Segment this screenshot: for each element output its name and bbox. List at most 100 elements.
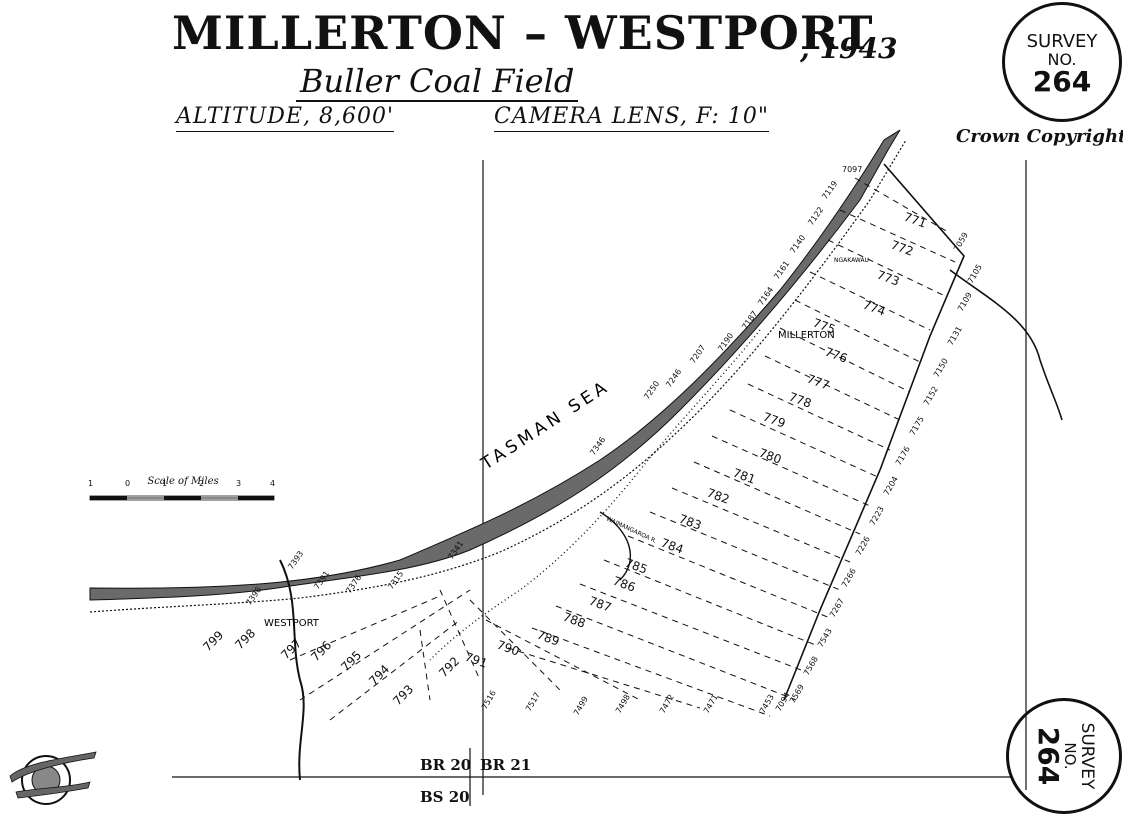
photo-7131: 7131 (946, 325, 964, 347)
photo-7543: 7543 (816, 627, 834, 649)
run-787: 787 (587, 594, 613, 615)
photo-7161: 7161 (772, 259, 791, 281)
map-subtitle: Buller Coal Field (296, 62, 579, 102)
run-791: 791 (463, 650, 489, 671)
run-779: 779 (761, 410, 787, 431)
photo-7140: 7140 (788, 233, 807, 255)
photo-7393: 7393 (286, 549, 305, 571)
photo-7568: 7568 (802, 655, 820, 677)
scale-tick-3: 2 (199, 479, 205, 488)
photo-7266: 7266 (840, 567, 858, 589)
grid-ref-bs20: BS 20 (420, 788, 470, 806)
grid-ref-br20: BR 20 (420, 756, 472, 774)
run-793: 793 (390, 682, 416, 708)
photo-7175: 7175 (908, 415, 926, 437)
photo-7119: 7119 (820, 179, 839, 201)
scale-tick-0: 1 (88, 479, 94, 488)
run-786: 786 (611, 574, 637, 595)
run-797: 797 (278, 636, 304, 662)
run-773: 773 (875, 268, 901, 289)
photo-7517: 7517 (524, 691, 542, 713)
run-792: 792 (436, 654, 462, 680)
photo-7267: 7267 (828, 597, 846, 619)
photo-7097: 7097 (842, 165, 862, 174)
label-tasman-sea: TASMAN SEA (477, 376, 614, 475)
coastline-shaded-band (89, 129, 901, 601)
scale-tick-1: 0 (125, 479, 131, 488)
run-796: 796 (308, 638, 334, 664)
photo-7176: 7176 (894, 445, 912, 467)
scale-tick-4: 3 (236, 479, 242, 488)
railway-line (429, 329, 761, 661)
nz-aerial-mapping-logo (6, 732, 98, 812)
run-782: 782 (705, 486, 731, 507)
run-781: 781 (731, 466, 757, 487)
altitude-label: ALTITUDE, 8,600' (176, 104, 394, 132)
survey-badge-bottom: SURVEY NO. 264 (1006, 698, 1122, 814)
buller-river (279, 559, 305, 781)
camera-lens-label: CAMERA LENS, F: 10" (494, 104, 769, 132)
map-title: MILLERTON – WESTPORT (172, 6, 874, 60)
photo-7472: 7472 (658, 693, 676, 715)
photo-7105: 7105 (966, 263, 984, 285)
run-790: 790 (495, 638, 521, 659)
grid-ref-br21: BR 21 (480, 756, 532, 774)
photo-7498: 7498 (614, 693, 632, 715)
photo-7152: 7152 (922, 385, 940, 407)
photo-7207: 7207 (688, 343, 707, 365)
waimangaroa-river (599, 511, 631, 581)
label-westport: WESTPORT (264, 618, 320, 629)
run-774: 774 (861, 298, 887, 319)
survey-badge-line1: SURVEY (1026, 31, 1098, 52)
run-783: 783 (677, 512, 703, 533)
photo-7346: 7346 (588, 435, 607, 457)
scale-bar (88, 489, 278, 503)
run-number-labels: 771 772 773 774 775 776 777 778 779 780 … (200, 210, 928, 708)
survey-badge-top: SURVEY NO. 264 (1002, 2, 1122, 122)
survey-badge-number: 264 (1032, 65, 1092, 98)
photo-7223: 7223 (868, 505, 886, 527)
run-777: 777 (805, 372, 831, 393)
run-789: 789 (535, 628, 561, 649)
photo-7250: 7250 (642, 379, 661, 401)
label-waimangaroa: WAIMANGAROA R. (605, 515, 658, 544)
survey-badge-line2: NO. (1047, 50, 1077, 69)
label-ngakawau: NGAKAWAU (834, 257, 869, 264)
shoreline (89, 139, 907, 613)
run-771: 771 (902, 210, 928, 231)
map-year: , 1943 (800, 32, 898, 65)
photo-7109: 7109 (956, 291, 974, 313)
label-millerton: MILLERTON (778, 330, 835, 341)
run-798: 798 (232, 626, 258, 652)
photo-7150: 7150 (932, 357, 950, 379)
run-785: 785 (623, 556, 649, 577)
flight-runs (289, 177, 956, 721)
run-778: 778 (787, 390, 813, 411)
run-776: 776 (823, 345, 849, 366)
photo-7122: 7122 (806, 205, 825, 227)
copyright-label: Crown Copyright (956, 126, 1123, 147)
survey-boundary (783, 163, 965, 701)
run-794: 794 (366, 662, 392, 688)
photo-7246: 7246 (664, 367, 683, 389)
photo-number-labels: 7097 7119 7122 7140 7161 7164 7187 7190 … (244, 165, 862, 607)
run-788: 788 (561, 610, 587, 631)
run-772: 772 (889, 238, 915, 259)
photo-7226: 7226 (854, 535, 872, 557)
photo-7569: 7569 (788, 683, 806, 705)
run-799: 799 (200, 628, 226, 654)
photo-7204: 7204 (882, 475, 900, 497)
river (949, 269, 1063, 421)
photo-7315: 7315 (386, 569, 405, 591)
photo-7453: 7453 (758, 693, 776, 715)
photo-7471: 7471 (702, 693, 720, 715)
run-780: 780 (757, 446, 783, 467)
scale-tick-5: 4 (270, 479, 276, 488)
photo-7059: 7059 (952, 231, 970, 253)
run-795: 795 (338, 648, 364, 674)
scale-title: Scale of Miles (147, 476, 219, 487)
scale-tick-2: 1 (162, 479, 168, 488)
photo-7499: 7499 (572, 695, 590, 717)
scale-of-miles: Scale of Miles 1 0 1 2 3 4 (88, 476, 278, 515)
